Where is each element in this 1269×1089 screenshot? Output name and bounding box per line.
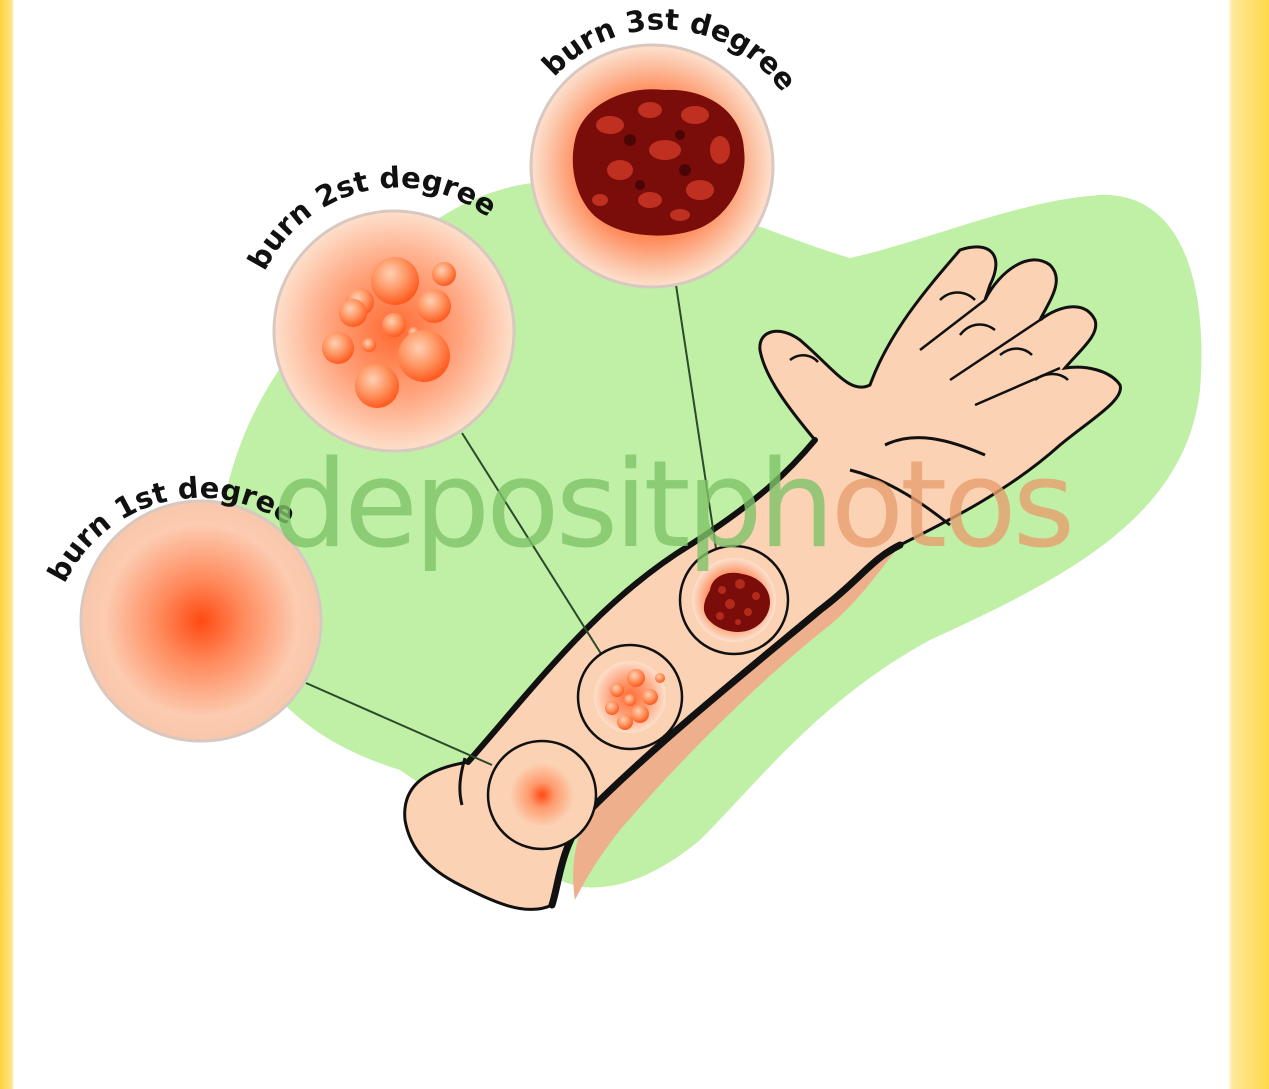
watermark-part-green: depositph — [272, 436, 831, 575]
watermark-part-orange: otos — [831, 436, 1071, 575]
watermark: depositphotos — [272, 436, 1071, 575]
arm-burn-1st-spot — [510, 763, 574, 827]
